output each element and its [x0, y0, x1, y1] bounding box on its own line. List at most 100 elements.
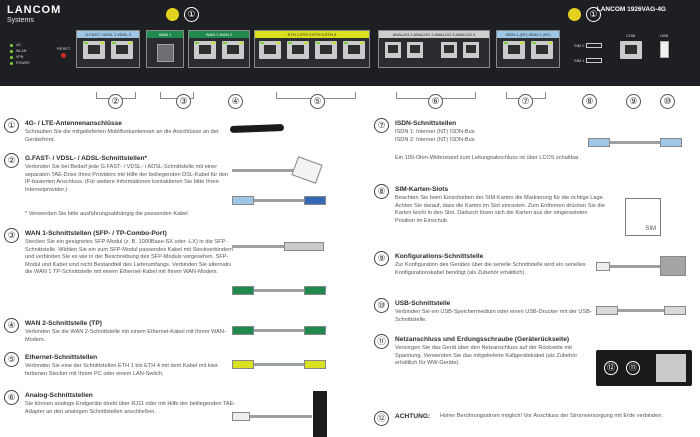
analog-cable-icon: [232, 412, 312, 421]
callout-10: ⑩: [660, 94, 675, 109]
port-label-wan: WAN 1 WAN 2: [189, 31, 249, 38]
port-group-eth: ETH 1 ETH 2 ETH 3 ETH 4: [254, 30, 370, 68]
port-wan1-sfp[interactable]: [157, 44, 174, 62]
antenna-icon: [229, 124, 285, 133]
port-dsl-1[interactable]: [83, 41, 105, 59]
section-title: ACHTUNG:: [395, 413, 431, 420]
antenna-connector-icon: [166, 8, 179, 21]
section-title: Netzanschluss und Erdungsschraube (Gerät…: [395, 336, 570, 343]
section-number: ⑤: [4, 352, 19, 367]
section-title: WAN 2-Schnittstelle (TP): [25, 320, 102, 327]
callout-9: ⑨: [626, 94, 641, 109]
section-number: ⑥: [4, 390, 19, 405]
brand-logo: LANCOM: [7, 4, 62, 16]
dsl-cable-icon-2: [232, 196, 327, 205]
section-number: ②: [4, 153, 19, 168]
section-text: Verbinden Sie eine der Schnittstellen ET…: [25, 363, 220, 377]
section-text: Schrauben Sie die mitgelieferten Mobilfu…: [25, 129, 219, 143]
isdn-cable-icon: [588, 138, 683, 147]
usb-label: USB: [660, 33, 669, 38]
port-isdn-1[interactable]: [503, 41, 525, 59]
ethernet-cable-icon: [232, 360, 327, 369]
port-wan-1[interactable]: [194, 41, 216, 59]
port-analog-4[interactable]: [463, 42, 479, 58]
sim-slot-label-2: SIM 2: [574, 43, 585, 48]
sim-slot-1[interactable]: [586, 58, 602, 63]
dsl-cable-icon: [232, 156, 323, 184]
led-indicators: 4G WLAN VPN POWER: [10, 42, 30, 66]
section-text: Verbinden Sie ein USB-Speichermedium ode…: [395, 309, 592, 323]
port-eth-3[interactable]: [315, 41, 337, 59]
section-title: WAN 1-Schnittstellen (SFP- / TP-Combo-Po…: [25, 230, 167, 237]
section-number: ①: [4, 118, 19, 133]
sim-card-icon: SIM: [625, 198, 661, 236]
sim-slot-2[interactable]: [586, 43, 602, 48]
port-dsl-2[interactable]: [111, 41, 133, 59]
port-wan-2[interactable]: [222, 41, 244, 59]
port-group-isdn: ISDN 1 (NT) ISDN 2 (NT): [496, 30, 560, 68]
port-label-dsl: G.FAST / VDSL 1 VDSL 2: [77, 31, 139, 38]
section-number: ⑧: [374, 184, 389, 199]
port-eth-4[interactable]: [343, 41, 365, 59]
section-number: ⑨: [374, 251, 389, 266]
serial-cable-icon: [596, 256, 688, 276]
section-text: Versorgen Sie das Gerät über den Netzans…: [395, 345, 578, 367]
section-title: 4G- / LTE-Antennenanschlüsse: [25, 120, 122, 127]
section-text: Sie können analoge Endgeräte direkt über…: [25, 401, 236, 415]
port-analog-3[interactable]: [441, 42, 457, 58]
section-text: ISDN 1: Interner (NT) ISDN-Bus ISDN 2: I…: [395, 129, 475, 143]
callout-7: ⑦: [518, 94, 533, 109]
section-footnote: Ein 100-Ohm-Widerstand zum Leitungsabsch…: [395, 155, 580, 161]
section-title: G.FAST- / VDSL- / ADSL-Schnittstellen*: [25, 155, 148, 162]
section-footnote: * Verwenden Sie bitte ausführungsabhängi…: [25, 211, 188, 217]
device-front-panel: LANCOM Systems LANCOM 1926VAG-4G ① ① 4G …: [0, 0, 700, 86]
port-group-wan: WAN 1 WAN 2: [188, 30, 250, 68]
antenna-callout-1: ①: [184, 7, 199, 22]
section-number: ⑪: [374, 334, 389, 349]
callout-2: ②: [108, 94, 123, 109]
section-number: ⑦: [374, 118, 389, 133]
port-usb[interactable]: [660, 41, 669, 58]
port-isdn-2[interactable]: [531, 41, 553, 59]
section-title: USB-Schnittstelle: [395, 300, 451, 307]
port-group-analog: ANALOG 1 ANALOG 2 ANALOG 3 ANALOG 4: [378, 30, 490, 68]
section-title: Analog-Schnittstellen: [25, 392, 93, 399]
section-text: Beachten Sie beim Einschieben der SIM-Ka…: [395, 195, 605, 224]
mains-callout-11: ⑪: [626, 361, 640, 375]
callout-3: ③: [176, 94, 191, 109]
callout-4: ④: [228, 94, 243, 109]
callout-8: ⑧: [582, 94, 597, 109]
port-group-dsl: G.FAST / VDSL 1 VDSL 2: [76, 30, 140, 68]
section-title: ISDN-Schnittstellen: [395, 120, 457, 127]
port-analog-1[interactable]: [385, 42, 401, 58]
port-analog-2[interactable]: [407, 42, 423, 58]
callout-5: ⑤: [310, 94, 325, 109]
led-vpn: VPN: [10, 54, 30, 60]
section-number: ⑩: [374, 298, 389, 313]
section-title: Konfigurations-Schnittstelle: [395, 253, 484, 260]
section-text: Verbinden Sie bei Bedarf jede G.FAST- / …: [25, 164, 229, 193]
section-number: ③: [4, 228, 19, 243]
sim-slot-label-1: SIM 1: [574, 58, 585, 63]
section-text: Zur Konfiguration des Gerätes über die s…: [395, 262, 586, 276]
port-eth-2[interactable]: [287, 41, 309, 59]
antenna-callout-2: ①: [586, 7, 601, 22]
port-com[interactable]: [620, 41, 642, 59]
port-label-analog: ANALOG 1 ANALOG 2 ANALOG 3 ANALOG 4: [379, 31, 489, 38]
wan1-cable-icon: [232, 286, 327, 295]
reset-button[interactable]: [61, 53, 66, 58]
section-title: Ethernet-Schnittstellen: [25, 354, 98, 361]
com-label: COM: [626, 33, 636, 38]
section-number: ④: [4, 318, 19, 333]
port-label-eth: ETH 1 ETH 2 ETH 3 ETH 4: [255, 31, 369, 38]
antenna-connector-icon: [568, 8, 581, 21]
callout-6: ⑥: [428, 94, 443, 109]
model-name: LANCOM 1926VAG-4G: [596, 6, 666, 13]
usb-cable-icon: [596, 306, 688, 315]
port-label-wan-sfp: WAN 1: [147, 31, 183, 38]
port-eth-1[interactable]: [259, 41, 281, 59]
led-power: POWER: [10, 60, 30, 66]
brand-sub: Systems: [7, 17, 34, 24]
section-number: ⑫: [374, 411, 389, 426]
section-text: Stecken Sie ein geeignetes SFP-Modul (z.…: [25, 239, 234, 276]
